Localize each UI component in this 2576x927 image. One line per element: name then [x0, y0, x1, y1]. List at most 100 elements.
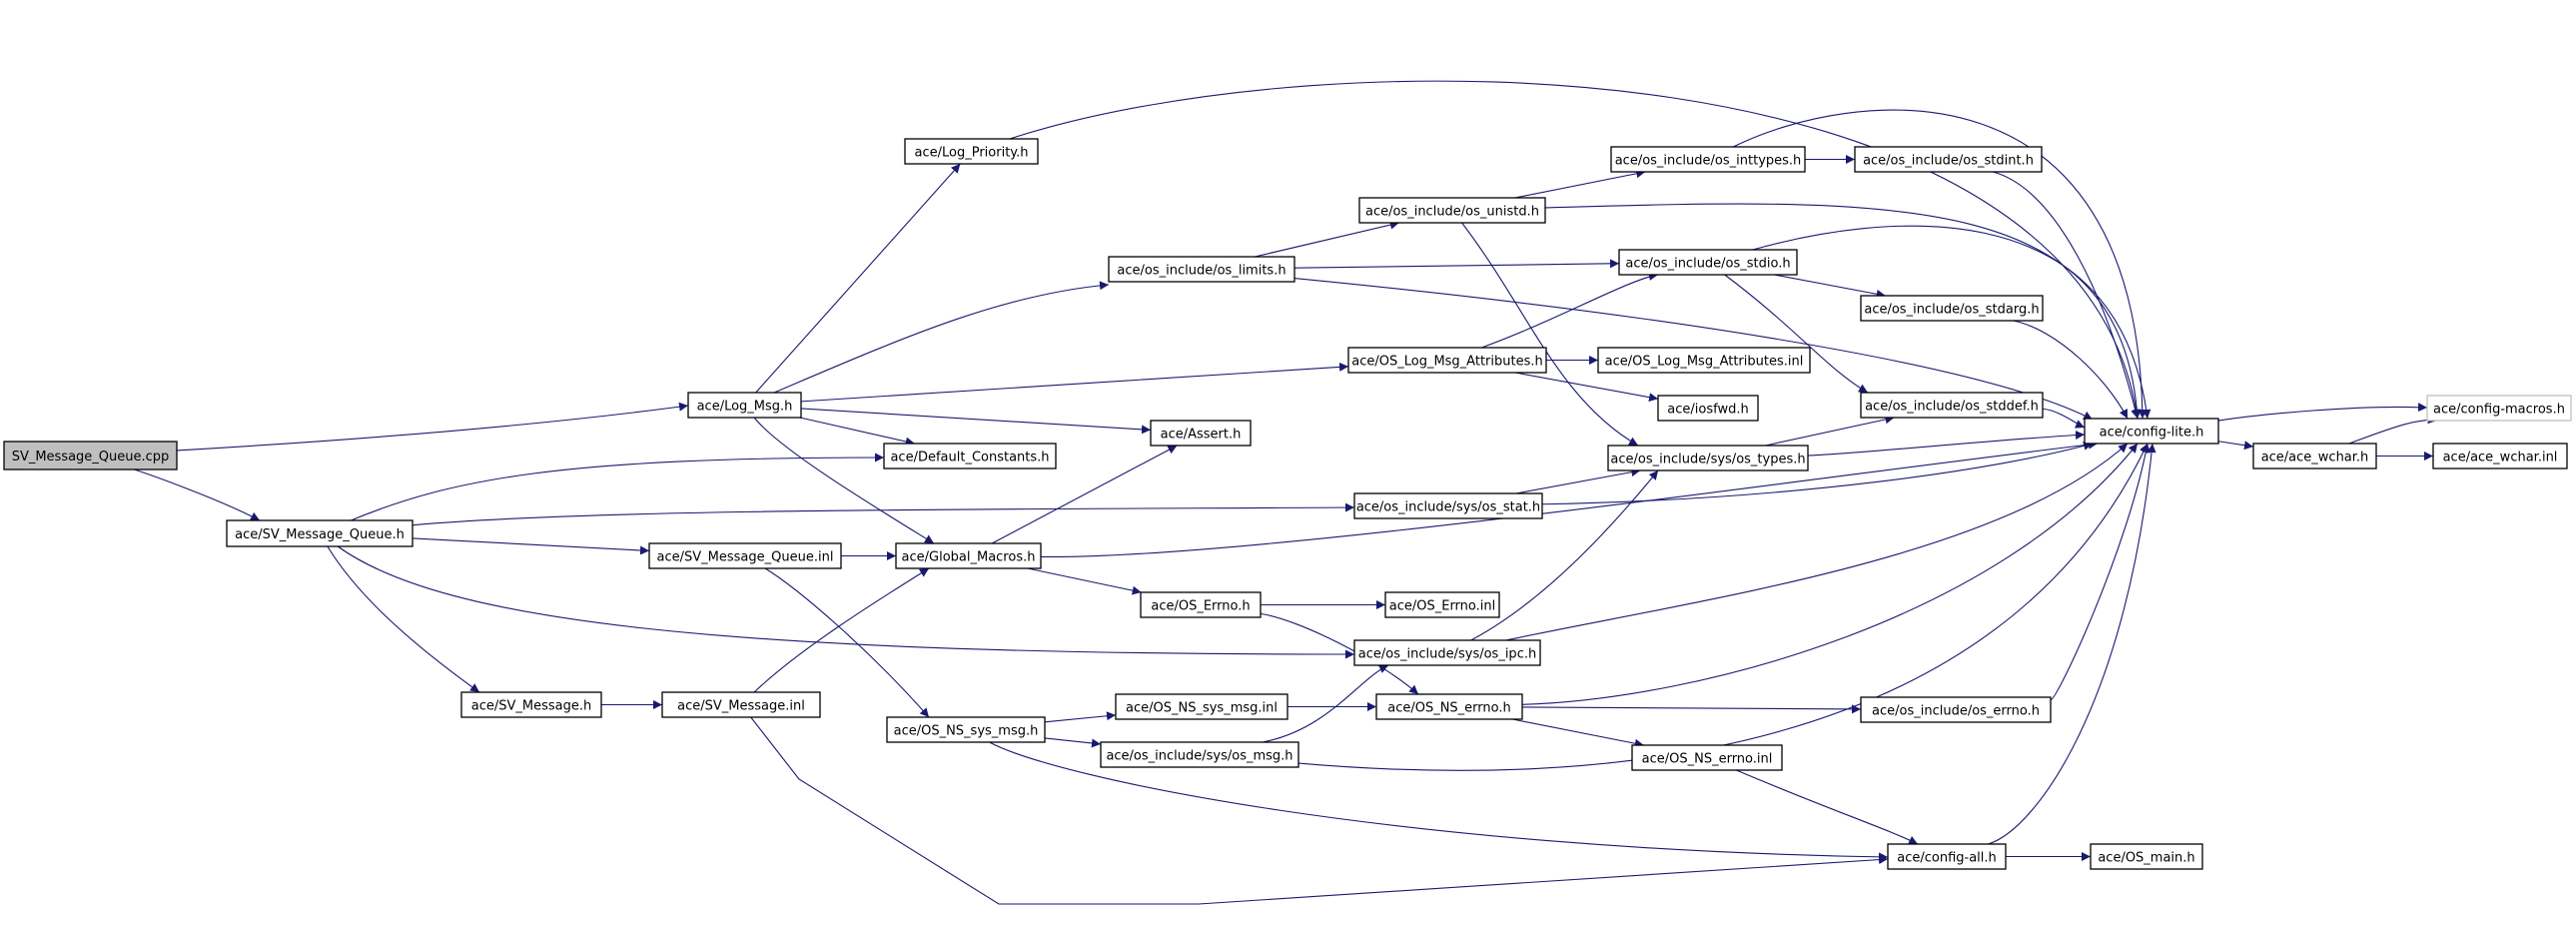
graph-node[interactable]: ace/os_include/os_stdint.h	[1854, 146, 2043, 173]
node-box	[1860, 295, 2044, 322]
edge-n26-to-n16	[1470, 469, 1659, 641]
graph-node[interactable]: ace/OS_NS_sys_msg.h	[886, 716, 1046, 743]
edge-n1-to-n15	[351, 453, 885, 521]
graph-node[interactable]: ace/OS_NS_errno.inl	[1631, 744, 1783, 771]
graph-node[interactable]: ace/OS_NS_errno.h	[1375, 693, 1523, 720]
edge-n10-to-n12	[1514, 372, 1659, 403]
node-box	[687, 392, 802, 419]
graph-node[interactable]: ace/os_include/os_unistd.h	[1358, 197, 1546, 224]
node-box	[1657, 395, 1759, 422]
graph-node[interactable]: ace/os_include/sys/os_ipc.h	[1353, 639, 1541, 666]
graph-node[interactable]: ace/os_include/os_limits.h	[1108, 256, 1295, 283]
graph-node[interactable]: ace/os_include/sys/os_types.h	[1607, 445, 1809, 471]
edge-n1-to-n27	[327, 545, 480, 693]
node-label: ace/os_include/os_unistd.h	[1365, 205, 1539, 220]
graph-node[interactable]: ace/config-all.h	[1887, 843, 2007, 870]
edge-n32-to-n18	[1521, 443, 2139, 705]
node-box	[1375, 693, 1523, 720]
node-label: ace/ace_wchar.inl	[2443, 451, 2558, 465]
edge-n2-to-n23	[753, 417, 935, 544]
edge-n8-to-n13	[1724, 274, 1869, 394]
edge-n28-to-n35	[750, 716, 1889, 905]
edge-n9-to-n18	[2013, 320, 2129, 420]
node-label: ace/os_include/os_stdarg.h	[1864, 303, 2039, 318]
graph-node[interactable]: ace/config-lite.h	[2084, 418, 2219, 445]
graph-node[interactable]: ace/SV_Message.inl	[661, 691, 821, 718]
graph-node[interactable]: ace/OS_Errno.h	[1140, 591, 1262, 618]
edge-n2-to-n14	[800, 408, 1152, 435]
node-label: ace/Default_Constants.h	[890, 451, 1049, 465]
edge-n24-to-n32	[1260, 612, 1419, 695]
node-label: ace/SV_Message.inl	[677, 699, 805, 714]
graph-node[interactable]: ace/OS_Log_Msg_Attributes.h	[1347, 347, 1547, 374]
node-box	[1597, 347, 1811, 374]
edge-n23-to-n18	[1040, 440, 2099, 557]
edge-n32-to-n34	[1512, 718, 1644, 748]
edge-n2-to-n3	[755, 163, 961, 394]
graph-node[interactable]: ace/Assert.h	[1150, 420, 1252, 447]
graph-node[interactable]: ace/OS_Log_Msg_Attributes.inl	[1597, 347, 1811, 374]
graph-node[interactable]: ace/Log_Priority.h	[904, 138, 1039, 165]
graph-node[interactable]: ace/SV_Message.h	[460, 691, 602, 718]
node-label: ace/SV_Message_Queue.h	[235, 527, 405, 542]
graph-node[interactable]: ace/Default_Constants.h	[883, 443, 1057, 469]
node-label: ace/OS_main.h	[2098, 851, 2194, 866]
node-box	[1607, 445, 1809, 471]
edge-n22-to-n29	[764, 567, 930, 718]
graph-node[interactable]: ace/ace_wchar.inl	[2432, 443, 2568, 469]
node-box	[1358, 197, 1546, 224]
edge-n0-to-n1	[134, 468, 261, 521]
edge-n34-to-n35	[1736, 769, 1919, 845]
node-label: ace/config-all.h	[1897, 851, 1997, 866]
graph-node[interactable]: ace/iosfwd.h	[1657, 395, 1759, 422]
node-label: ace/SV_Message.h	[471, 699, 592, 714]
edge-n32-to-n33	[1521, 704, 1862, 714]
node-box	[2090, 843, 2203, 870]
node-label: ace/SV_Message_Queue.inl	[657, 550, 834, 565]
graph-node[interactable]: ace/os_include/os_stddef.h	[1860, 392, 2044, 419]
node-label: ace/OS_NS_sys_msg.inl	[1126, 701, 1278, 716]
graph-node[interactable]: ace/SV_Message_Queue.inl	[648, 542, 842, 569]
graph-node[interactable]: ace/ace_wchar.h	[2252, 443, 2377, 469]
graph-node[interactable]: ace/config-macros.h	[2426, 395, 2572, 422]
edge-n1-to-n17	[412, 502, 1355, 526]
node-label: ace/os_include/os_stddef.h	[1865, 400, 2039, 415]
graph-node[interactable]: ace/OS_main.h	[2090, 843, 2203, 870]
node-box	[1631, 744, 1783, 771]
node-label: ace/os_include/sys/os_types.h	[1610, 453, 1805, 467]
graph-node[interactable]: ace/OS_NS_sys_msg.inl	[1115, 693, 1288, 720]
node-label: ace/OS_NS_sys_msg.h	[894, 724, 1039, 739]
edge-n0-to-n2	[176, 402, 689, 452]
node-box	[2084, 418, 2219, 445]
graph-node[interactable]: ace/os_include/os_inttypes.h	[1610, 146, 1806, 173]
graph-node[interactable]: ace/OS_Errno.inl	[1384, 591, 1500, 618]
graph-node[interactable]: ace/os_include/sys/os_msg.h	[1100, 741, 1299, 768]
graph-node[interactable]: ace/os_include/os_stdarg.h	[1860, 295, 2044, 322]
graph-node[interactable]: ace/Log_Msg.h	[687, 392, 802, 419]
graph-node[interactable]: ace/os_include/os_stdio.h	[1618, 249, 1798, 276]
edge-n29-to-n30	[1044, 711, 1117, 723]
edge-n8-to-n9	[1774, 274, 1886, 299]
edge-n29-to-n31	[1044, 737, 1102, 748]
node-label: ace/os_include/os_limits.h	[1117, 264, 1286, 279]
edge-n16-to-n13	[1765, 415, 1895, 447]
node-label: ace/config-macros.h	[2433, 403, 2565, 418]
graph-node[interactable]: ace/SV_Message_Queue.h	[226, 519, 414, 547]
node-label: ace/os_include/os_errno.h	[1872, 704, 2040, 719]
edge-n5-to-n16	[1461, 222, 1639, 447]
node-label: ace/Global_Macros.h	[902, 550, 1036, 565]
root-node[interactable]: SV_Message_Queue.cpp	[3, 441, 178, 470]
graph-node[interactable]: ace/Global_Macros.h	[895, 542, 1042, 569]
node-box	[895, 542, 1042, 569]
edge-n5-to-n18	[1544, 203, 2142, 420]
node-label: ace/OS_Errno.inl	[1389, 599, 1495, 614]
edge-n1-to-n22	[412, 537, 650, 555]
edge-n33-to-n18	[2050, 443, 2150, 701]
graph-node[interactable]: ace/os_include/os_errno.h	[1860, 696, 2052, 723]
node-label: ace/OS_Log_Msg_Attributes.inl	[1605, 355, 1804, 370]
graph-node[interactable]: ace/os_include/sys/os_stat.h	[1353, 492, 1543, 519]
node-label: ace/os_include/sys/os_ipc.h	[1358, 647, 1536, 662]
edge-n31-to-n18	[1297, 443, 2148, 771]
node-box	[2252, 443, 2377, 469]
node-label: ace/os_include/os_stdio.h	[1625, 257, 1790, 272]
